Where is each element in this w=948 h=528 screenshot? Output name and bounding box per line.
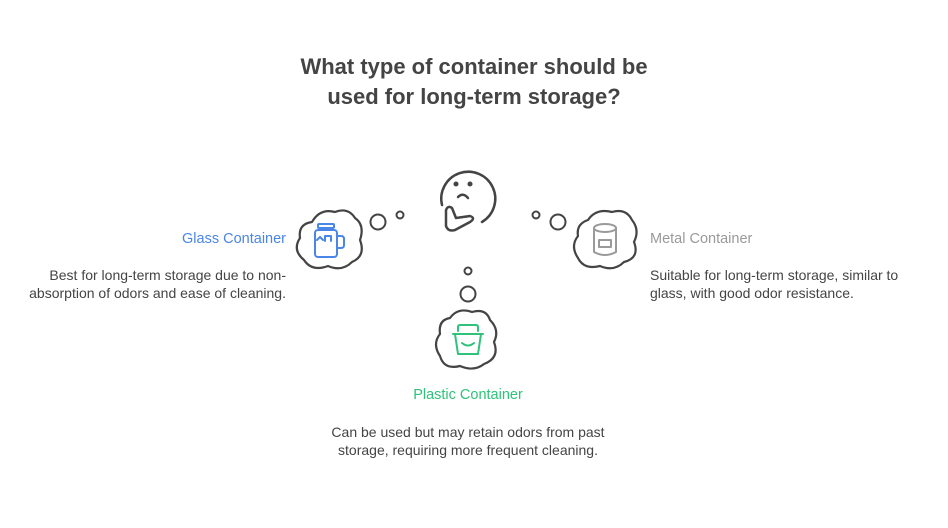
glass-container-label: Glass Container xyxy=(182,231,286,247)
metal-container-description: Suitable for long-term storage, similar … xyxy=(650,267,899,301)
glass-container-description: Best for long-term storage due to non-ab… xyxy=(29,267,286,301)
cloud-metal xyxy=(572,209,638,270)
diagram-title: What type of container should be used fo… xyxy=(300,54,648,109)
metal-can-icon xyxy=(593,223,617,256)
plastic-container-description: Can be used but may retain odors from pa… xyxy=(331,424,605,458)
cloud-glass xyxy=(295,209,363,270)
glass-jar-icon xyxy=(314,223,345,258)
cloud-plastic xyxy=(434,309,498,370)
plastic-container-label: Plastic Container xyxy=(413,387,523,403)
plastic-basket-icon xyxy=(452,324,484,355)
thought-bubbles xyxy=(369,210,567,303)
metal-container-label: Metal Container xyxy=(650,231,753,247)
thinking-face-icon xyxy=(440,170,497,232)
